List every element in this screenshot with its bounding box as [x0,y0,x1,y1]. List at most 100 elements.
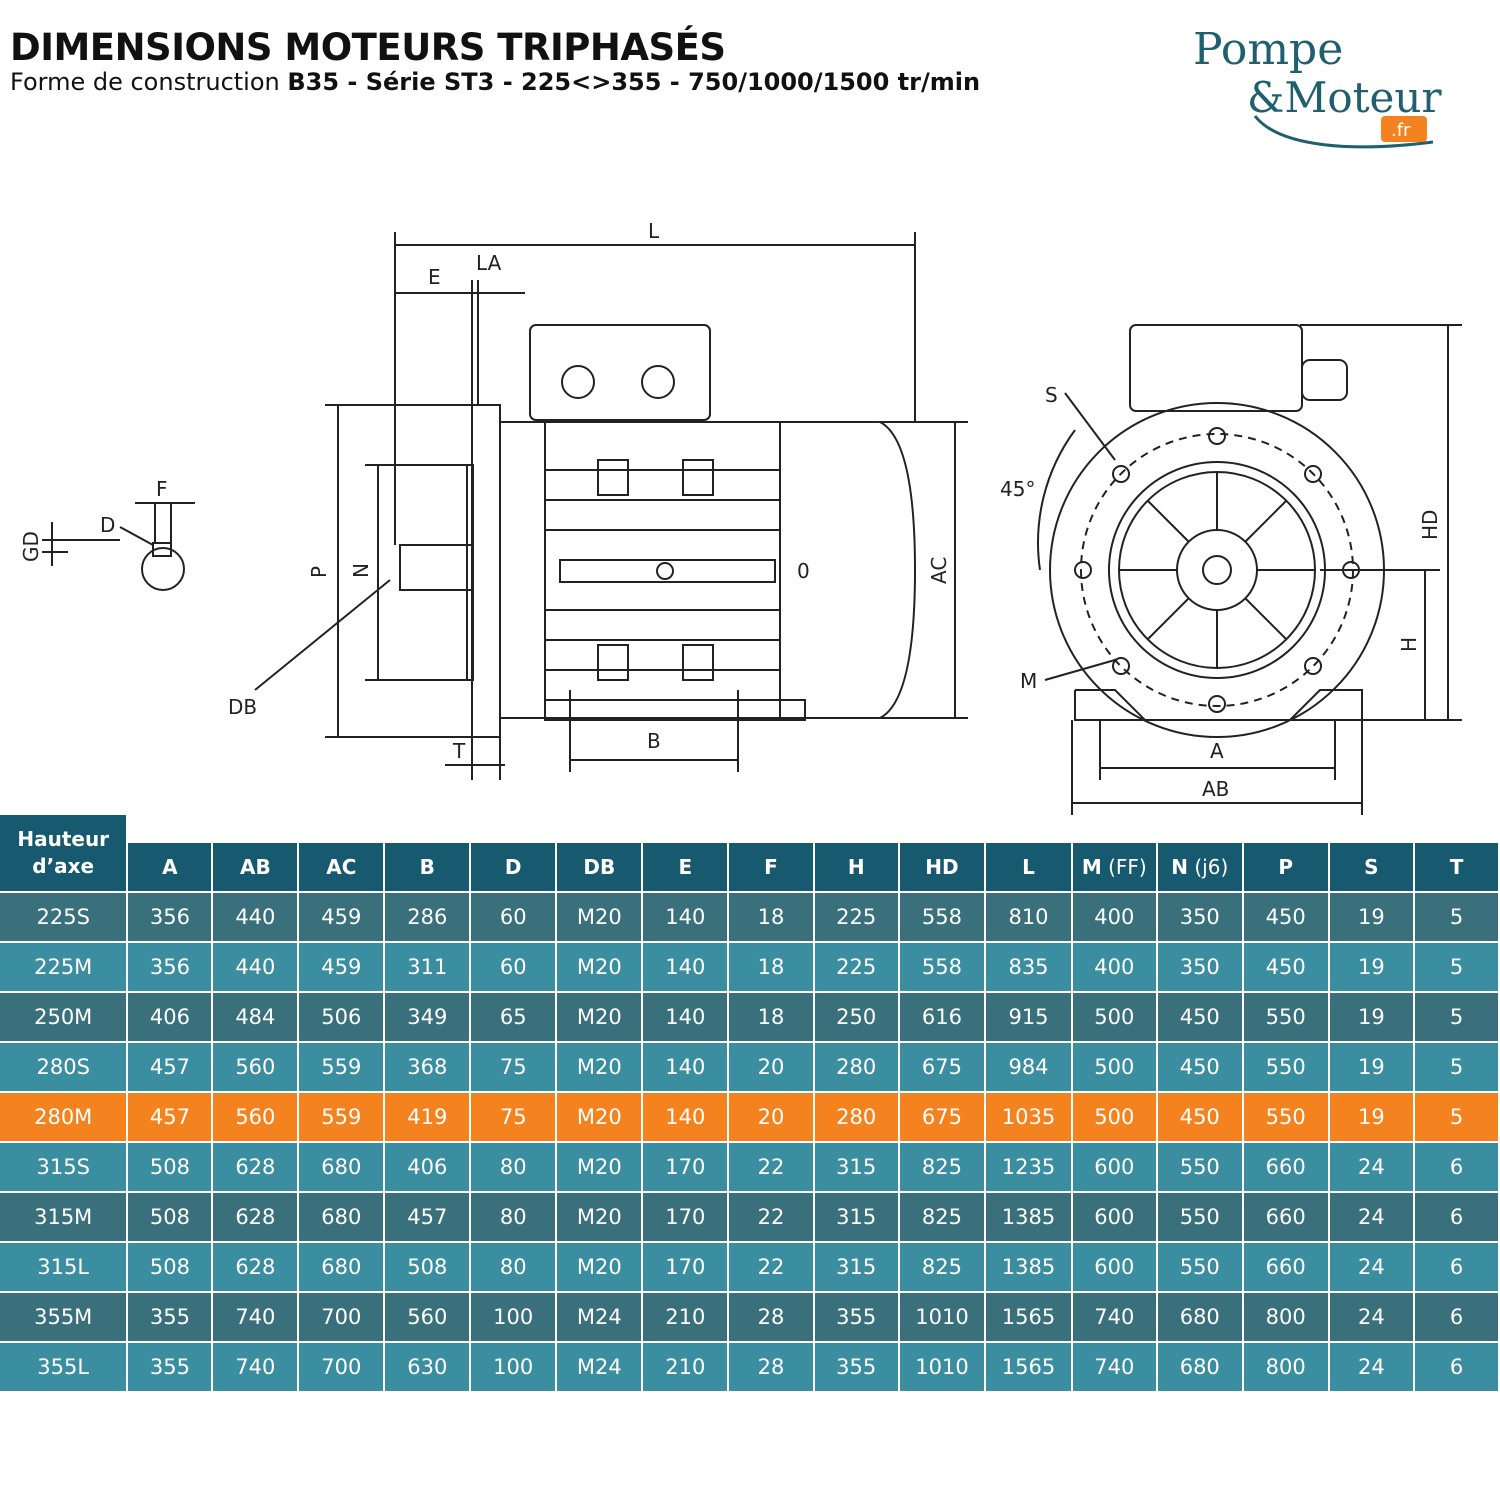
cell-n: 680 [1157,1293,1244,1343]
cell-l: 1385 [986,1243,1073,1293]
label-D: D [100,513,115,537]
column-header-n: N (j6) [1157,842,1244,893]
cell-ab: 560 [213,1093,300,1143]
cell-m: 400 [1072,893,1158,943]
cell-b: 286 [385,893,472,943]
cell-ab: 740 [213,1293,300,1343]
cell-db: M20 [557,1093,644,1143]
cell-f: 22 [729,1143,815,1193]
cell-m: 600 [1072,1193,1158,1243]
label-GD: GD [19,531,43,562]
column-header-label: D [504,854,522,879]
cell-b: 457 [385,1193,472,1243]
cell-l: 984 [986,1043,1073,1093]
column-header-e: E [643,842,730,893]
cell-f: 18 [729,893,815,943]
cell-h: 315 [814,1193,900,1243]
column-header-label: A [162,854,178,879]
label-AB: AB [1202,777,1229,801]
label-DB: DB [228,695,257,719]
cell-a: 508 [128,1243,214,1293]
cell-ac: 680 [299,1143,386,1193]
column-header-label: M [1081,854,1102,879]
cell-e: 170 [643,1143,730,1193]
cell-l: 835 [986,943,1073,993]
cell-d: 80 [471,1243,558,1293]
cell-ac: 506 [299,993,386,1043]
cell-ac: 700 [299,1293,386,1343]
row-axis-height: 355L [0,1343,129,1393]
column-header-d: D [471,842,558,893]
cell-f: 22 [729,1243,815,1293]
row-axis-height: 315S [0,1143,129,1193]
column-header-h: H [814,842,900,893]
cell-p: 660 [1243,1143,1330,1193]
motor-dimension-drawing: L E LA F D GD P N DB T B 0 AC S 45° M HD… [19,219,1462,820]
row-axis-height: 280M [0,1093,129,1143]
cell-s: 24 [1329,1243,1416,1293]
cell-db: M24 [557,1343,644,1393]
cell-t: 6 [1415,1243,1500,1293]
logo-line2: &Moteur [1247,73,1442,122]
cell-a: 355 [128,1293,214,1343]
cell-ac: 680 [299,1193,386,1243]
row-axis-height: 250M [0,993,129,1043]
cell-t: 5 [1415,943,1500,993]
label-N: N [349,563,373,578]
cell-h: 355 [814,1293,900,1343]
label-A: A [1210,739,1224,763]
side-view-dimensions [254,232,968,780]
cell-l: 1385 [986,1193,1073,1243]
cell-h: 280 [814,1093,900,1143]
logo-swoosh [1253,115,1434,149]
cell-n: 450 [1157,1043,1244,1093]
cell-a: 356 [128,893,214,943]
page-subtitle: Forme de construction B35 - Série ST3 - … [10,68,980,96]
cell-d: 65 [471,993,558,1043]
cell-d: 75 [471,1093,558,1143]
label-HD: HD [1418,510,1442,540]
cell-ab: 628 [213,1193,300,1243]
cell-e: 140 [643,1093,730,1143]
cell-h: 280 [814,1043,900,1093]
cell-d: 80 [471,1193,558,1243]
column-header-label: F [764,854,778,879]
cell-ab: 440 [213,893,300,943]
cell-e: 210 [643,1343,730,1393]
cell-t: 5 [1415,1043,1500,1093]
cell-b: 560 [385,1293,472,1343]
cell-p: 450 [1243,893,1330,943]
cell-s: 24 [1329,1143,1416,1193]
column-header-t: T [1415,842,1500,893]
cell-h: 355 [814,1343,900,1393]
column-header-label: T [1449,854,1464,879]
cell-hd: 825 [899,1143,987,1193]
cell-e: 140 [643,893,730,943]
label-F: F [156,477,168,501]
label-S: S [1045,383,1058,407]
label-AC: AC [927,557,951,584]
cell-hd: 675 [899,1043,987,1093]
cell-s: 24 [1329,1293,1416,1343]
cell-b: 406 [385,1143,472,1193]
cell-m: 500 [1072,993,1158,1043]
cell-ac: 459 [299,943,386,993]
cell-e: 170 [643,1193,730,1243]
cell-p: 550 [1243,993,1330,1043]
cell-ab: 560 [213,1043,300,1093]
cell-f: 20 [729,1043,815,1093]
cell-e: 140 [643,943,730,993]
cell-hd: 558 [899,893,987,943]
cell-t: 5 [1415,993,1500,1043]
column-header-suffix: (j6) [1188,854,1229,879]
cell-m: 400 [1072,943,1158,993]
cell-db: M20 [557,1193,644,1243]
cell-ab: 484 [213,993,300,1043]
column-header-ac: AC [299,842,386,893]
label-T: T [452,739,466,763]
cell-db: M20 [557,893,644,943]
row-axis-height: 355M [0,1293,129,1343]
